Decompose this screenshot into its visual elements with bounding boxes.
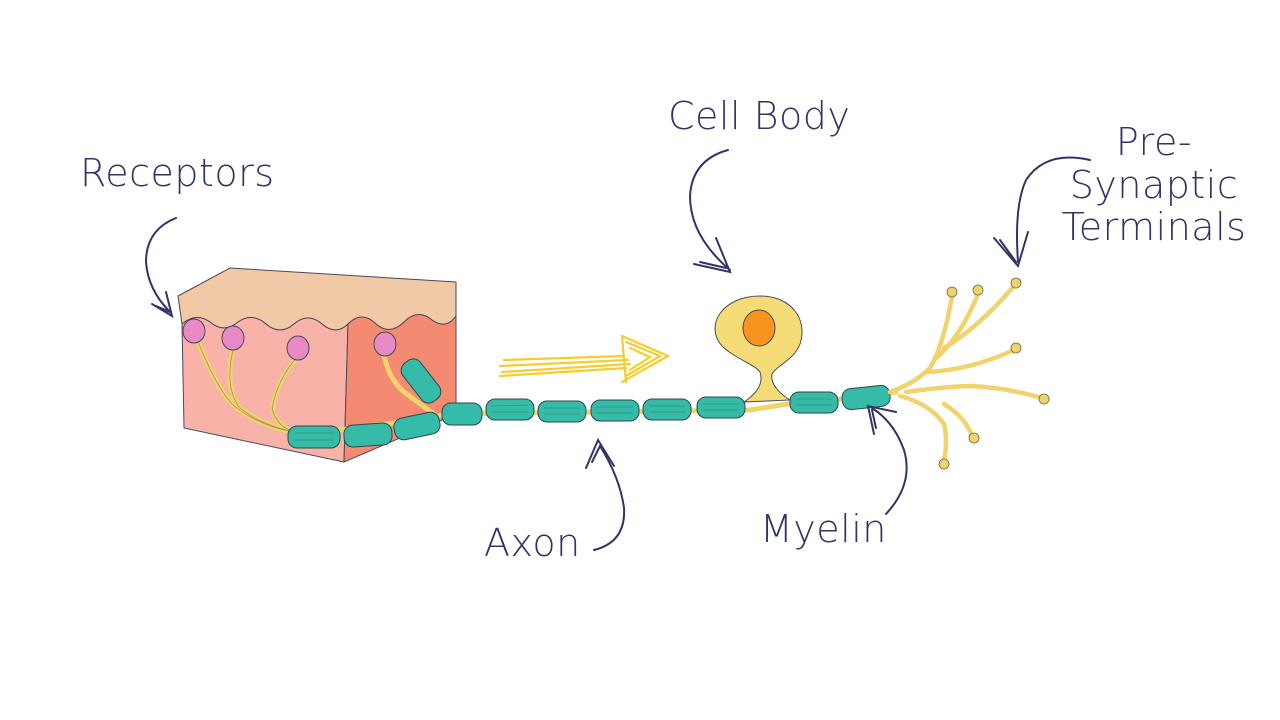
- receptor: [286, 335, 310, 361]
- receptors: [182, 318, 397, 361]
- terminal-bulbs: [938, 277, 1050, 470]
- receptor-nerve-outlines: [195, 335, 299, 433]
- myelin-segment: [393, 411, 441, 441]
- receptors-pointer-arrow-icon: [144, 217, 177, 319]
- soma: [714, 295, 803, 403]
- myelin-segments: [287, 358, 891, 449]
- myelin-segment: [400, 358, 442, 404]
- cell-body: [714, 295, 803, 403]
- axon-pointer-arrow-icon: [585, 437, 626, 551]
- myelin-segment: [642, 398, 692, 421]
- myelin-texture: [294, 398, 832, 441]
- myelin-segment: [287, 425, 341, 449]
- myelin-segment: [590, 399, 640, 422]
- receptor: [221, 325, 245, 351]
- presynaptic-label-line2: Synaptic: [1069, 162, 1239, 207]
- axon-label: Axon: [484, 521, 581, 565]
- nucleus: [742, 309, 776, 347]
- cell-body-pointer-arrow-icon: [688, 149, 732, 274]
- myelin-segment: [696, 396, 746, 419]
- presynaptic-label-line3: Terminals: [1061, 205, 1247, 250]
- myelin-label: Myelin: [760, 507, 887, 551]
- myelin-segment: [485, 398, 535, 421]
- myelin-segment: [537, 400, 587, 423]
- signal-direction-arrow-icon: [498, 334, 671, 384]
- cell-body-label: Cell Body: [668, 94, 851, 138]
- myelin-segment: [789, 391, 839, 414]
- myelin-segment: [441, 402, 483, 426]
- receptor: [182, 318, 206, 344]
- presynaptic-terminals-label: Pre- Synaptic Terminals: [1054, 121, 1254, 249]
- receptors-label: Receptors: [80, 151, 275, 195]
- myelin-segment: [343, 422, 393, 448]
- myelin-pointer-arrow-icon: [866, 404, 908, 515]
- presynaptic-terminals: [887, 283, 1045, 465]
- presynaptic-label-line1: Pre-: [1115, 120, 1193, 164]
- receptor: [373, 331, 397, 357]
- myelin-segment: [841, 384, 891, 411]
- presynaptic-pointer-arrow-icon: [993, 156, 1091, 269]
